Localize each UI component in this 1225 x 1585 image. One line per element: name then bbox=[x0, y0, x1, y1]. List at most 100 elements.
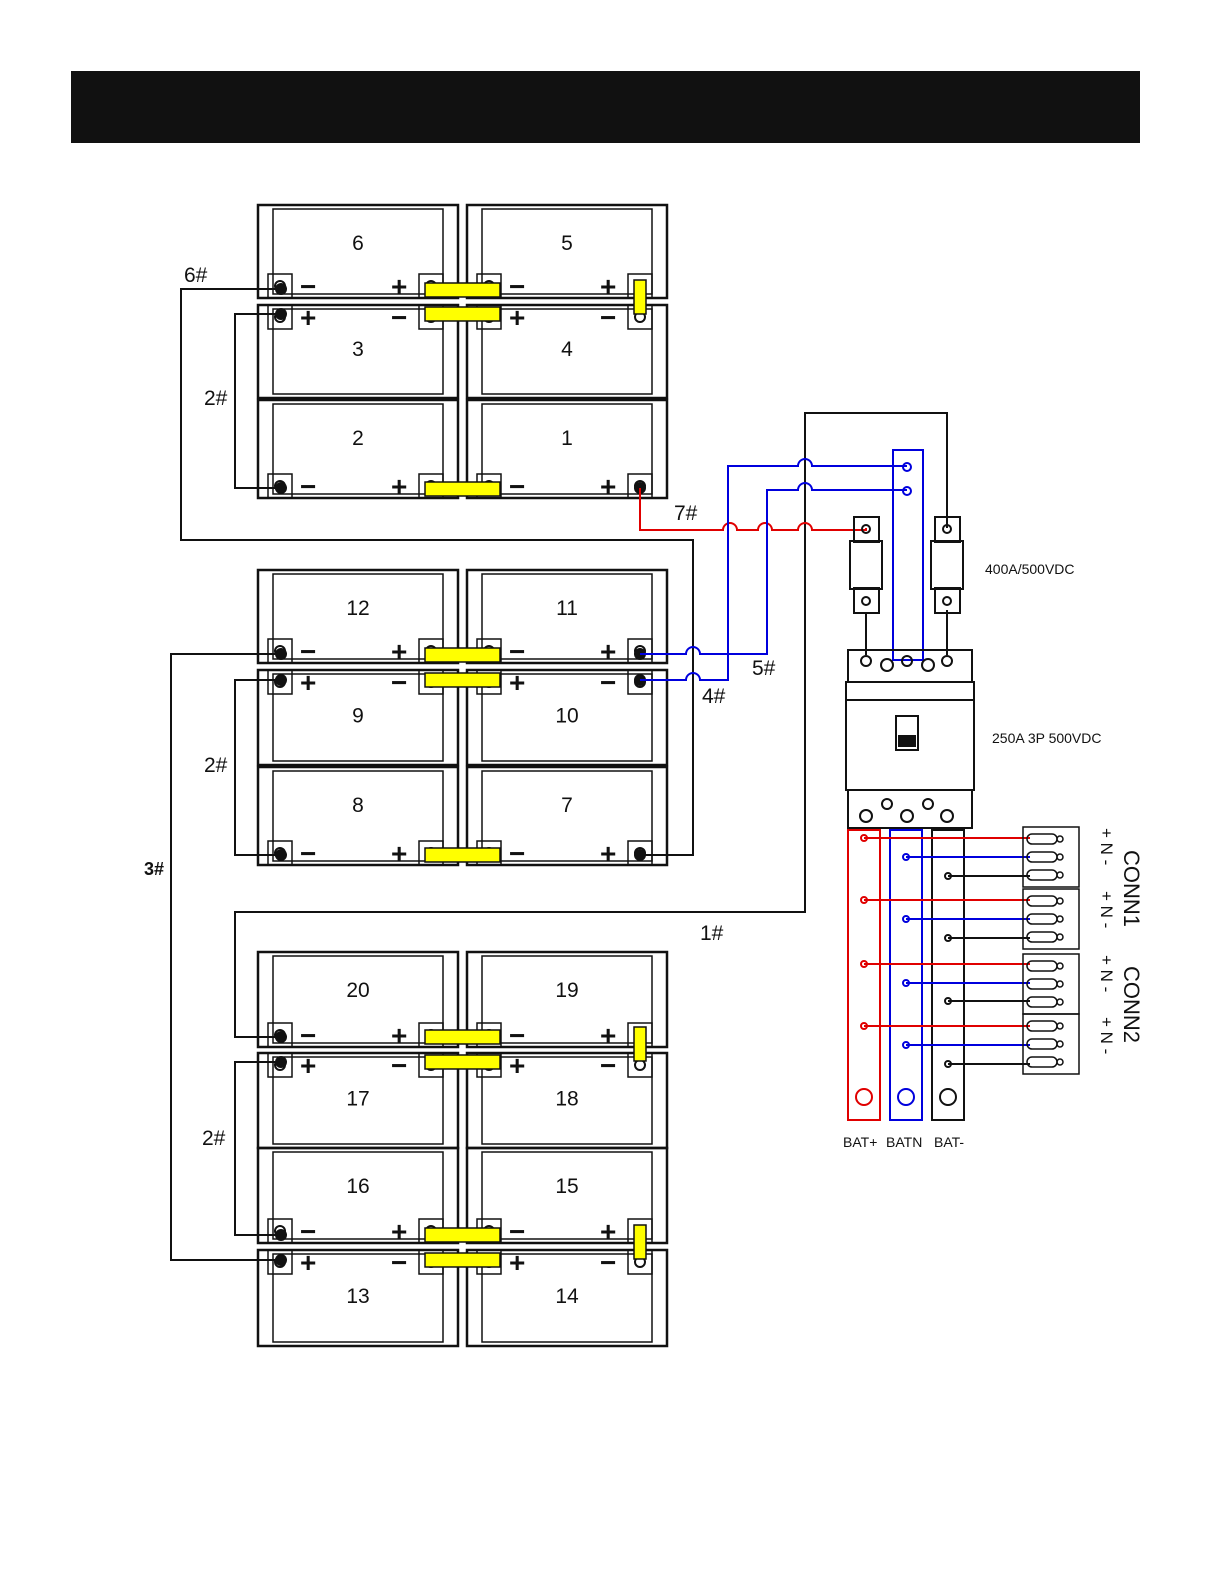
battery-number: 5 bbox=[561, 232, 573, 255]
busbar-neutral-label: BATN bbox=[886, 1134, 922, 1150]
polarity-plus: + bbox=[600, 1216, 616, 1247]
busbar-neg-label: BAT- bbox=[934, 1134, 964, 1150]
wire-label-6: 6# bbox=[184, 264, 208, 287]
wire-label-2a: 2# bbox=[204, 387, 228, 410]
polarity-minus: − bbox=[509, 636, 525, 667]
polarity-plus: + bbox=[509, 1050, 525, 1081]
conn1-pins-a: + N - bbox=[1097, 828, 1116, 865]
wire-label-4: 4# bbox=[702, 685, 726, 708]
polarity-minus: − bbox=[391, 1050, 407, 1081]
battery-number: 4 bbox=[561, 338, 573, 361]
series-link bbox=[425, 648, 500, 662]
battery-number: 3 bbox=[352, 338, 364, 361]
series-link bbox=[425, 1228, 500, 1242]
series-link bbox=[425, 1055, 500, 1069]
polarity-plus: + bbox=[300, 667, 316, 698]
polarity-minus: − bbox=[600, 302, 616, 333]
polarity-minus: − bbox=[300, 471, 316, 502]
battery-number: 10 bbox=[555, 704, 578, 727]
conn2-label: CONN2 bbox=[1119, 966, 1144, 1043]
polarity-plus: + bbox=[600, 838, 616, 869]
battery-number: 8 bbox=[352, 794, 364, 817]
polarity-plus: + bbox=[391, 471, 407, 502]
polarity-minus: − bbox=[509, 838, 525, 869]
series-link bbox=[425, 307, 500, 321]
busbar-pos-label: BAT+ bbox=[843, 1134, 877, 1150]
polarity-plus: + bbox=[391, 636, 407, 667]
polarity-plus: + bbox=[600, 636, 616, 667]
polarity-minus: − bbox=[391, 302, 407, 333]
battery-number: 16 bbox=[346, 1175, 369, 1198]
battery-number: 6 bbox=[352, 232, 364, 255]
series-link bbox=[425, 1253, 500, 1267]
polarity-minus: − bbox=[391, 1247, 407, 1278]
conn2-a bbox=[1023, 954, 1079, 1014]
fuse-positive bbox=[850, 517, 882, 655]
series-link bbox=[425, 283, 500, 297]
wire-label-2c: 2# bbox=[202, 1127, 226, 1150]
vertical-link bbox=[634, 1027, 646, 1061]
wire-label-7: 7# bbox=[674, 502, 698, 525]
black-cables bbox=[171, 289, 947, 1260]
battery-number: 15 bbox=[555, 1175, 578, 1198]
conn2-pins-a: + N - bbox=[1097, 955, 1116, 992]
busbar-pos bbox=[848, 830, 880, 1120]
vertical-link bbox=[634, 1225, 646, 1259]
battery-number: 18 bbox=[555, 1087, 578, 1110]
polarity-minus: − bbox=[300, 1216, 316, 1247]
battery-number: 7 bbox=[561, 794, 573, 817]
polarity-plus: + bbox=[391, 838, 407, 869]
series-link bbox=[425, 848, 500, 862]
vertical-link bbox=[634, 280, 646, 314]
polarity-plus: + bbox=[509, 1247, 525, 1278]
series-link bbox=[425, 673, 500, 687]
blue-cables bbox=[640, 450, 923, 680]
wire-label-1: 1# bbox=[700, 922, 724, 945]
polarity-minus: − bbox=[509, 471, 525, 502]
series-link bbox=[425, 1030, 500, 1044]
battery-number: 20 bbox=[346, 979, 369, 1002]
conn1-a bbox=[1023, 827, 1079, 887]
polarity-minus: − bbox=[300, 271, 316, 302]
polarity-minus: − bbox=[600, 667, 616, 698]
conn2-pins-b: + N - bbox=[1097, 1017, 1116, 1054]
polarity-plus: + bbox=[391, 1216, 407, 1247]
conn1-pins-b: + N - bbox=[1097, 891, 1116, 928]
conn1-b bbox=[1023, 889, 1079, 949]
polarity-minus: − bbox=[600, 1247, 616, 1278]
polarity-plus: + bbox=[300, 1247, 316, 1278]
battery-number: 19 bbox=[555, 979, 578, 1002]
polarity-minus: − bbox=[509, 1020, 525, 1051]
breaker-rating: 250A 3P 500VDC bbox=[992, 730, 1102, 746]
battery-number: 2 bbox=[352, 427, 364, 450]
battery-number: 14 bbox=[555, 1285, 579, 1308]
polarity-minus: − bbox=[509, 1216, 525, 1247]
conn2-b bbox=[1023, 1014, 1079, 1074]
battery-number: 11 bbox=[556, 597, 578, 620]
conn1-label: CONN1 bbox=[1119, 850, 1144, 927]
battery-number: 12 bbox=[346, 597, 369, 620]
battery-number: 17 bbox=[346, 1087, 369, 1110]
battery-number: 1 bbox=[561, 427, 573, 450]
wire-label-2b: 2# bbox=[204, 754, 228, 777]
polarity-minus: − bbox=[391, 667, 407, 698]
polarity-plus: + bbox=[600, 471, 616, 502]
polarity-minus: − bbox=[300, 838, 316, 869]
fuse-negative bbox=[931, 517, 963, 613]
polarity-minus: − bbox=[509, 271, 525, 302]
busbar-neutral bbox=[890, 830, 922, 1120]
wire-label-5: 5# bbox=[752, 657, 776, 680]
battery-number: 13 bbox=[346, 1285, 369, 1308]
breaker bbox=[846, 650, 974, 828]
wire-label-3: 3# bbox=[144, 859, 164, 879]
polarity-plus: + bbox=[300, 1050, 316, 1081]
fuse-rating: 400A/500VDC bbox=[985, 561, 1075, 577]
polarity-plus: + bbox=[600, 1020, 616, 1051]
polarity-plus: + bbox=[300, 302, 316, 333]
polarity-plus: + bbox=[391, 271, 407, 302]
polarity-minus: − bbox=[300, 636, 316, 667]
series-link bbox=[425, 482, 500, 496]
polarity-plus: + bbox=[391, 1020, 407, 1051]
battery-number: 9 bbox=[352, 704, 364, 727]
